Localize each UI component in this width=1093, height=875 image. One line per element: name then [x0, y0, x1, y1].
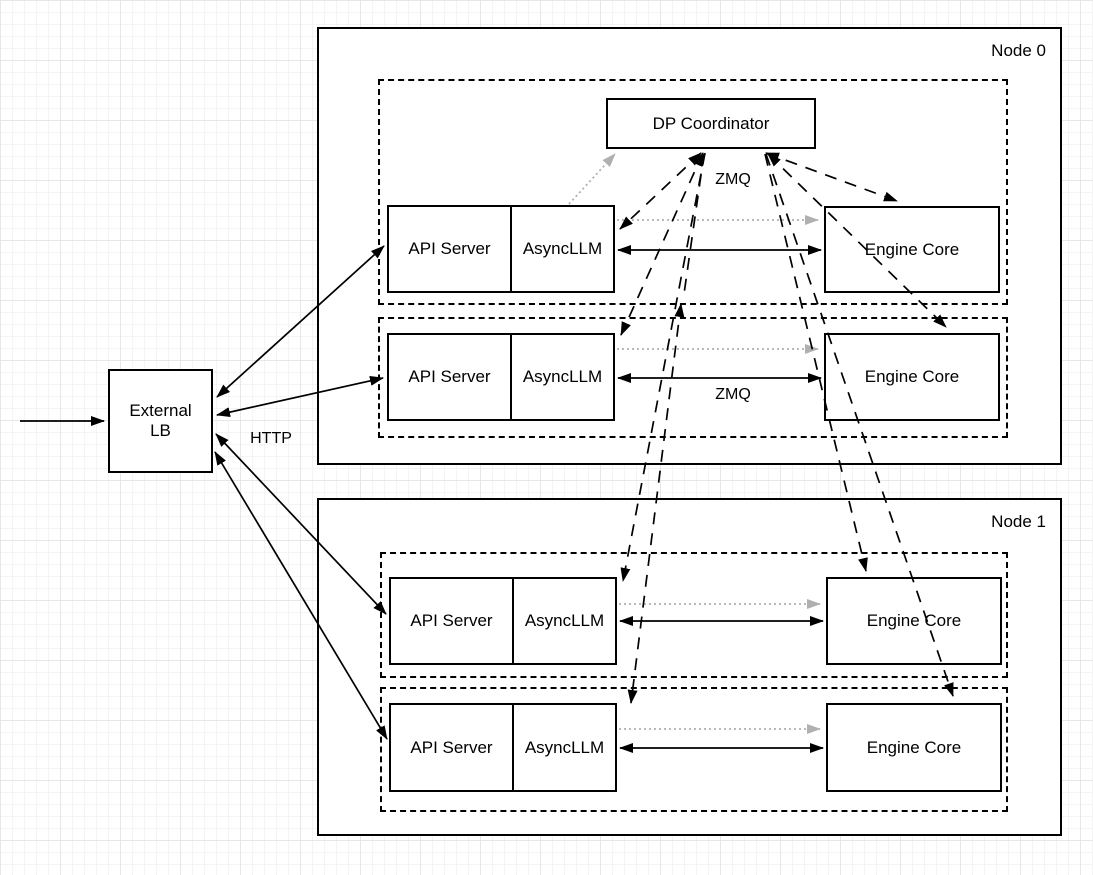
external-lb-line1: External	[129, 401, 192, 420]
http-label: HTTP	[250, 430, 292, 447]
node0-row2-api-async-box: API Server AsyncLLM	[387, 333, 615, 421]
node0-row1-api-server-label: API Server	[389, 207, 512, 291]
node0-row2-asyncllm-label: AsyncLLM	[522, 367, 603, 386]
node1-title: Node 1	[991, 512, 1046, 531]
node1-row2-asyncllm-label: AsyncLLM	[524, 737, 605, 757]
node1-row1-api-async-box: API Server AsyncLLM	[389, 577, 617, 665]
node1-row2-engine-core-label: Engine Core	[866, 737, 962, 757]
node0-row2-engine-core-label: Engine Core	[864, 367, 960, 386]
node1-row2-api-async-box: API Server AsyncLLM	[389, 703, 617, 792]
external-lb-line2: LB	[150, 421, 171, 440]
dp-coordinator-box: DP Coordinator	[606, 98, 816, 149]
node1-row1-asyncllm-label: AsyncLLM	[524, 611, 605, 630]
external-lb-label: External LB	[129, 401, 191, 441]
node1-row2-engine-core-box: Engine Core	[826, 703, 1002, 792]
zmq-engine-label: ZMQ	[715, 386, 751, 403]
node1-row1-engine-core-box: Engine Core	[826, 577, 1002, 665]
node1-replica-group-2	[380, 687, 1008, 812]
node0-row1-asyncllm-label: AsyncLLM	[522, 239, 603, 258]
dp-coordinator-label: DP Coordinator	[652, 113, 770, 133]
external-lb-box: External LB	[108, 369, 213, 473]
node0-row1-api-async-box: API Server AsyncLLM	[387, 205, 615, 293]
node0-row2-api-server-label: API Server	[389, 335, 512, 419]
node1-row1-engine-core-label: Engine Core	[866, 611, 962, 630]
node0-row1-engine-core-label: Engine Core	[864, 239, 960, 259]
node0-title: Node 0	[991, 41, 1046, 60]
node0-row1-engine-core-box: Engine Core	[824, 206, 1000, 293]
node1-row2-api-server-label: API Server	[391, 705, 514, 790]
node0-row2-engine-core-box: Engine Core	[824, 333, 1000, 421]
node1-row1-api-server-label: API Server	[391, 579, 514, 663]
zmq-coordinator-label: ZMQ	[715, 171, 751, 188]
